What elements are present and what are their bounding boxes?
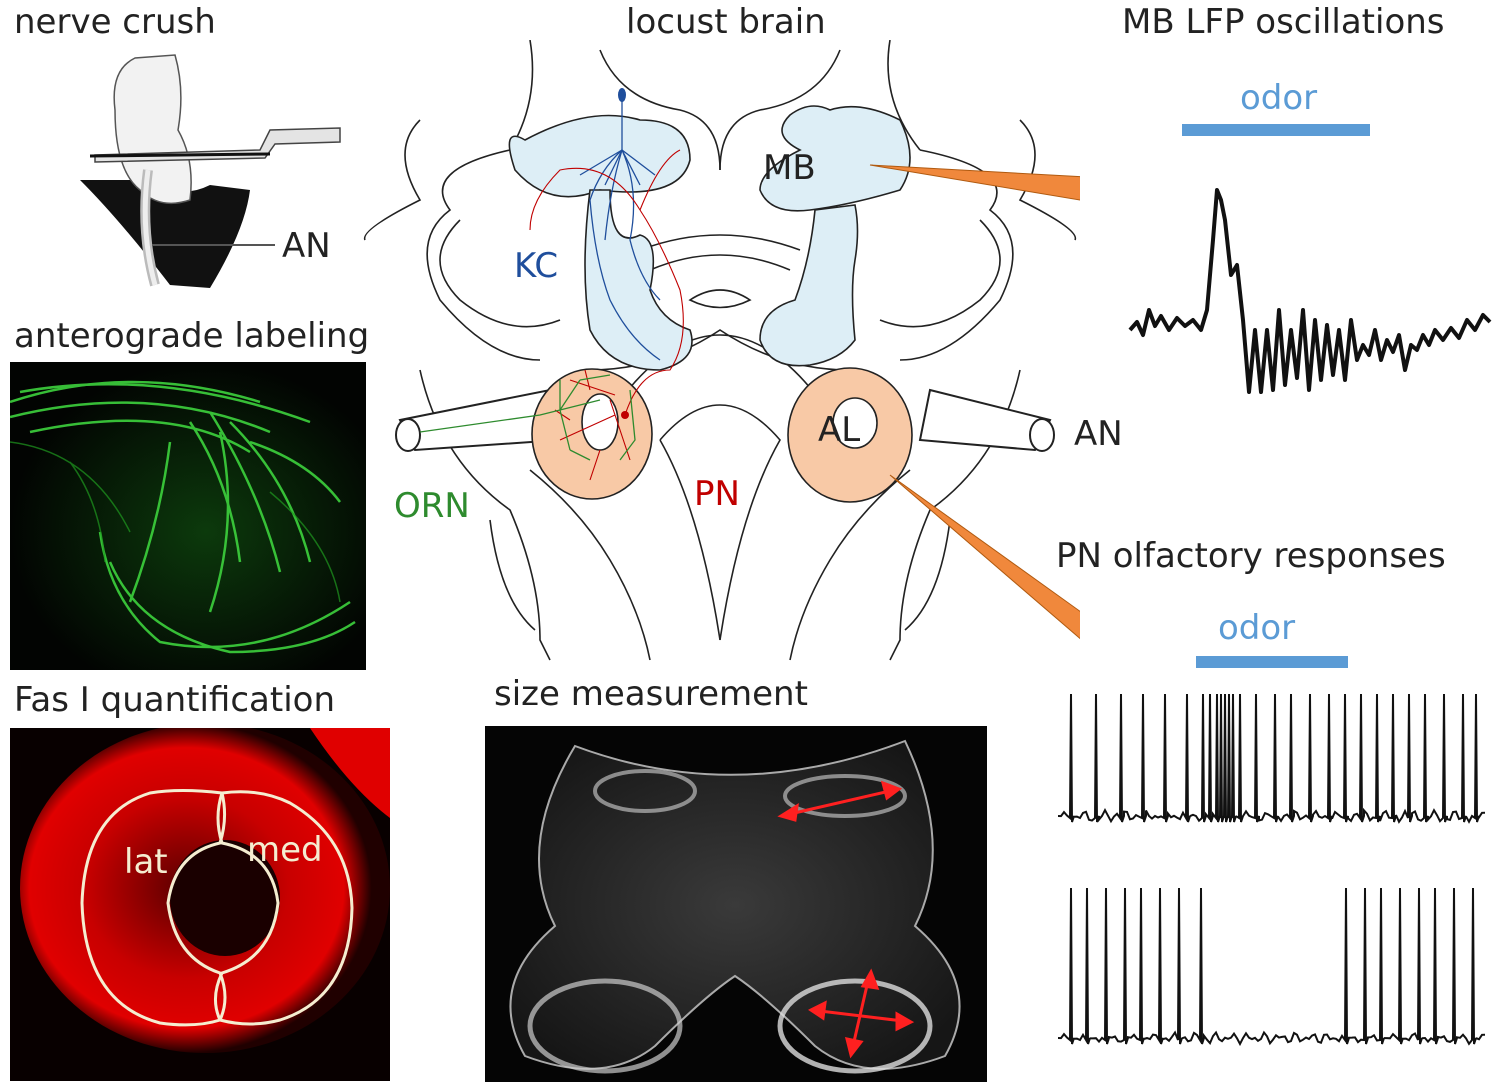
odor-bar-lfp xyxy=(1182,124,1370,136)
label-an-brain: AN xyxy=(1074,414,1123,454)
antenna-base-shape xyxy=(80,180,250,288)
kc-neuron xyxy=(579,95,661,361)
mb-electrode xyxy=(869,164,1080,201)
mushroom-bodies xyxy=(508,105,911,371)
left-mb-lobes xyxy=(584,189,693,371)
spike-trace-path xyxy=(1058,693,1486,824)
label-odor-lfp: odor xyxy=(1240,78,1318,118)
title-nerve-crush: nerve crush xyxy=(14,2,216,42)
fas-quantification-image xyxy=(10,728,390,1081)
lat-compartment-outline xyxy=(80,789,227,1027)
locust-brain-diagram xyxy=(360,40,1080,690)
label-kc: KC xyxy=(514,246,559,286)
right-mb-lobes xyxy=(759,204,859,367)
measurement-arrows xyxy=(777,780,915,1059)
anterograde-labeling-image xyxy=(10,362,366,670)
label-odor-pn: odor xyxy=(1218,608,1296,648)
label-pn: PN xyxy=(694,474,740,514)
antennal-nerves xyxy=(395,388,1055,452)
label-med: med xyxy=(247,830,323,870)
med-compartment-outline xyxy=(214,790,354,1026)
title-locust-brain: locust brain xyxy=(626,2,826,42)
size-measurement-image xyxy=(485,726,987,1082)
lfp-trace xyxy=(1125,180,1495,410)
title-fas-quantification: Fas I quantification xyxy=(14,680,335,720)
label-lat: lat xyxy=(124,842,168,882)
title-pn-olfactory-responses: PN olfactory responses xyxy=(1056,536,1446,576)
pn-neuron xyxy=(529,149,684,481)
label-al: AL xyxy=(818,410,861,450)
forceps-shape xyxy=(94,127,341,163)
right-mb-calyx xyxy=(759,105,911,212)
pn-trace-1 xyxy=(1058,693,1486,824)
label-mb: MB xyxy=(763,148,816,188)
brain-outline xyxy=(363,40,1077,661)
title-mb-lfp: MB LFP oscillations xyxy=(1122,2,1445,42)
orn-neuron xyxy=(419,374,636,461)
label-an-crush: AN xyxy=(282,226,331,266)
brain-section-shape xyxy=(509,739,961,1070)
head-capsule-shape xyxy=(113,54,192,205)
spike-trace-path xyxy=(1058,887,1486,1047)
pn-spike-traces xyxy=(1058,688,1488,1078)
label-orn: ORN xyxy=(394,486,470,526)
title-anterograde-labeling: anterograde labeling xyxy=(14,316,370,356)
left-mb-calyx xyxy=(508,114,691,198)
title-size-measurement: size measurement xyxy=(494,674,808,714)
pn-trace-2 xyxy=(1058,887,1486,1047)
nerve-crush-illustration xyxy=(60,50,360,300)
al-electrode xyxy=(889,474,1080,640)
odor-bar-pn xyxy=(1196,656,1348,668)
labeled-fibers xyxy=(10,380,356,654)
